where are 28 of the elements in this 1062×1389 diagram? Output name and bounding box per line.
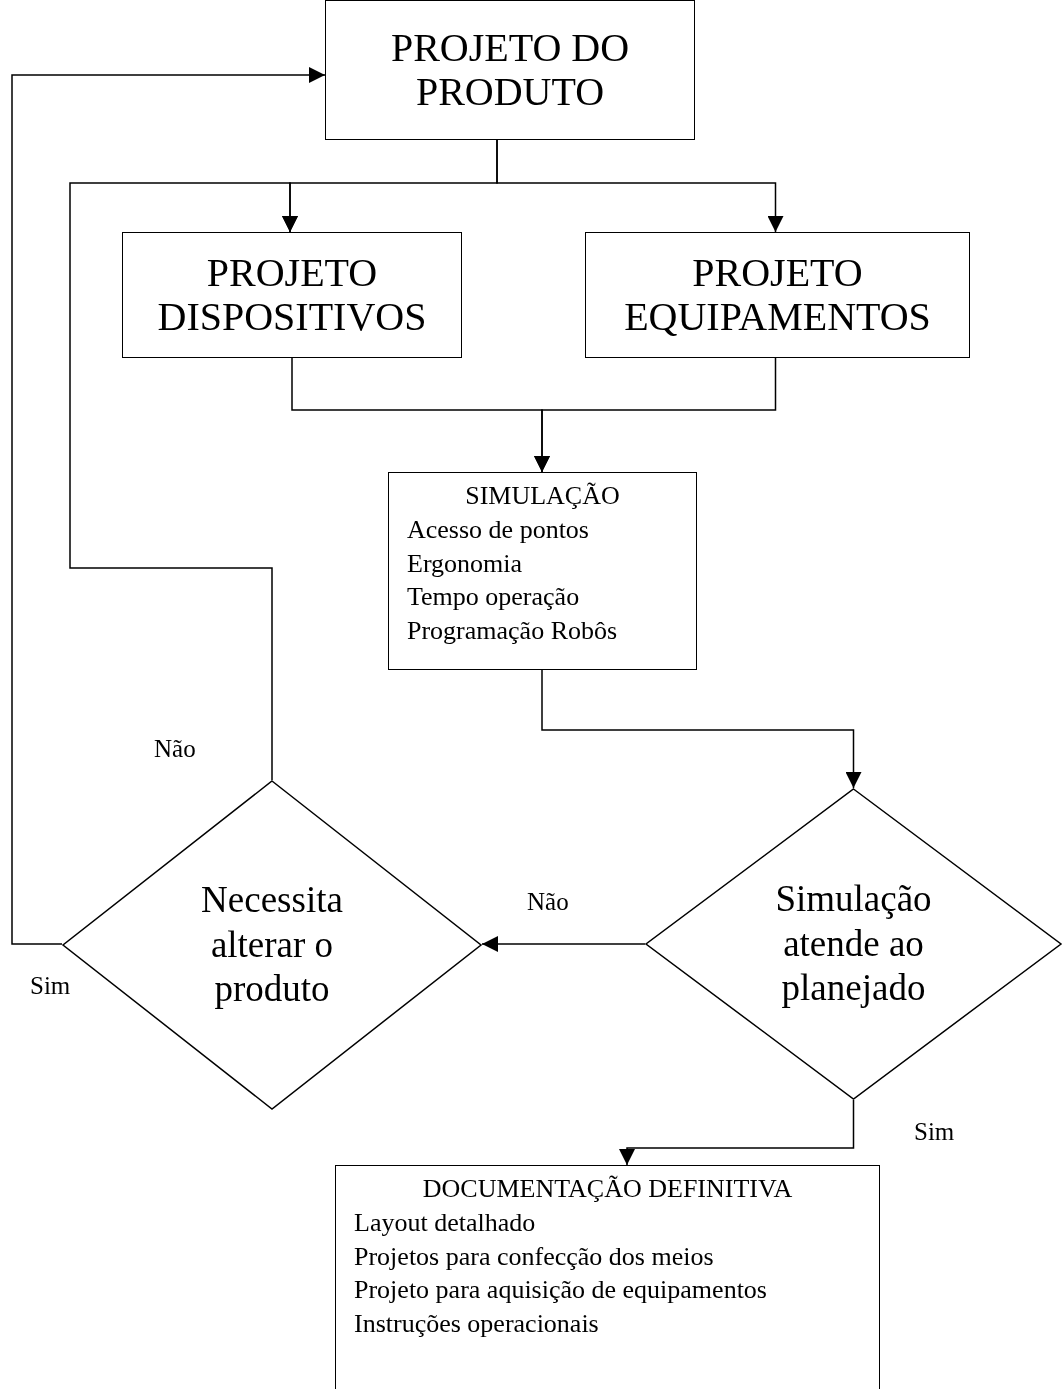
list-item: Tempo operação (407, 581, 581, 614)
arrow (69, 182, 298, 781)
list-item: Instruções operacionais (354, 1308, 600, 1341)
arrow (534, 357, 777, 473)
list-item: Projetos para confecção dos meios (354, 1240, 715, 1273)
node-label: PROJETO DO PRODUTO (389, 26, 631, 114)
node-label: PROJETO DISPOSITIVOS (156, 251, 428, 339)
node-label: Necessita alterar o produto (200, 878, 344, 1012)
process-box (335, 1165, 880, 1389)
arrow (496, 139, 784, 233)
process-box (325, 0, 695, 140)
list-item: Programação Robôs (407, 615, 619, 648)
process-box (122, 232, 462, 358)
box-heading: SIMULAÇÃO (464, 480, 621, 512)
list-item: Ergonomia (407, 547, 524, 580)
arrow (481, 936, 646, 952)
list-item: Projeto para aquisição de equipamentos (354, 1274, 768, 1307)
list-item: Layout detalhado (354, 1206, 537, 1239)
arrow (11, 67, 326, 945)
process-box (388, 472, 697, 670)
arrow (619, 1099, 855, 1166)
box-heading: DOCUMENTAÇÃO DEFINITIVA (421, 1173, 794, 1205)
node-label: Simulação atende ao planejado (774, 877, 933, 1011)
list-item: Acesso de pontos (407, 513, 590, 546)
node-label: PROJETO EQUIPAMENTOS (623, 251, 932, 339)
process-box (585, 232, 970, 358)
decision-diamond (645, 788, 1062, 1100)
arrow (541, 669, 862, 789)
